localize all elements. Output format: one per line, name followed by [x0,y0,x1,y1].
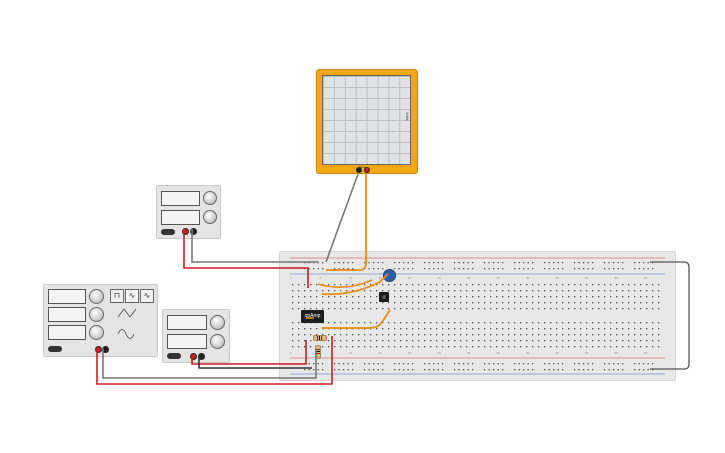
potentiometer[interactable] [383,269,396,282]
wire-fg-red [96,336,333,385]
fg-positive-terminal[interactable] [95,346,102,353]
wire-orange-opamp [317,279,373,288]
ps-bottom-power-toggle[interactable] [167,353,181,359]
column-number: 10 [349,351,353,355]
fg-amplitude-knob[interactable] [89,307,104,322]
breadboard-holes: 1 1 55 10 10 15 15 20 20 25 25 30 30 35 35 40 40 45 45 50 50… [290,257,665,375]
fg-display-3 [48,325,86,340]
fg-waveform-icons [117,308,137,339]
column-number: 40 [526,351,530,355]
wire-psb-black [198,355,312,369]
ps-top-current-knob[interactable] [203,210,217,224]
ps-bottom-display-2 [167,334,207,349]
triangle-wave-button[interactable]: ∿ [125,289,139,303]
oscilloscope[interactable]: Volts Time [316,69,418,174]
column-number: 10 [349,276,353,280]
ps-bottom-current-knob[interactable] [210,334,225,349]
oscilloscope-screen [322,75,411,165]
column-number: 30 [467,351,471,355]
column-number: 50 [585,276,589,280]
column-number: 20 [408,351,412,355]
column-number: 40 [526,276,530,280]
ps-top-display-2 [161,210,200,225]
column-number: 55 [615,351,619,355]
function-generator: ⊓ ∿ ∿ [43,284,158,357]
wire-fg-gray [102,348,317,379]
column-number: 45 [556,351,560,355]
opamp-chip[interactable]: opAmp [301,310,324,323]
ps-top-voltage-knob[interactable] [203,191,217,205]
ps-bottom-positive-terminal[interactable] [190,353,197,360]
column-number: 15 [379,276,383,280]
fg-display-2 [48,307,86,322]
fg-frequency-knob[interactable] [89,289,104,304]
fg-offset-knob[interactable] [89,325,104,340]
pushbutton[interactable] [379,292,389,302]
column-number: 20 [408,276,412,280]
column-number: 30 [467,276,471,280]
column-number: 25 [438,276,442,280]
fg-power-toggle[interactable] [48,346,62,352]
resistor-1[interactable] [313,335,327,341]
power-supply-top [156,185,221,239]
sine-wave-button[interactable]: ∿ [140,289,154,303]
column-number: 35 [497,276,501,280]
column-number: 60 [644,276,648,280]
column-number: 1 [290,351,292,355]
ps-top-display-1 [161,191,200,206]
column-number: 50 [585,351,589,355]
square-wave-button[interactable]: ⊓ [110,289,124,303]
column-number: 5 [320,276,322,280]
column-number: 25 [438,351,442,355]
ps-bottom-voltage-knob[interactable] [210,315,225,330]
fg-display-1 [48,289,86,304]
ps-bottom-display-1 [167,315,207,330]
column-number: 15 [379,351,383,355]
column-number: 60 [644,351,648,355]
scope-probe-positive[interactable] [364,167,370,173]
wire-scope-gray [325,173,359,263]
ps-top-power-toggle[interactable] [161,229,175,235]
column-number: 35 [497,351,501,355]
column-number: 1 [290,276,292,280]
wire-psb-red [191,340,307,365]
ps-top-negative-terminal[interactable] [190,228,197,235]
column-number: 45 [556,276,560,280]
column-number: 55 [615,276,619,280]
wire-pstop-gray [191,229,318,263]
wire-pstop-red [183,229,309,288]
scope-probe-negative[interactable] [356,167,362,173]
breadboard[interactable]: 1 1 55 10 10 15 15 20 20 25 25 30 30 35 35 40 40 45 45 50 50… [279,251,676,381]
power-supply-bottom [162,309,230,363]
wire-orange-pot [321,273,389,296]
wire-rail-loop [650,261,690,370]
wire-scope-orange [326,174,367,271]
oscilloscope-time-label: Time [359,165,366,169]
ps-top-positive-terminal[interactable] [182,228,189,235]
wire-orange-out [322,309,391,329]
